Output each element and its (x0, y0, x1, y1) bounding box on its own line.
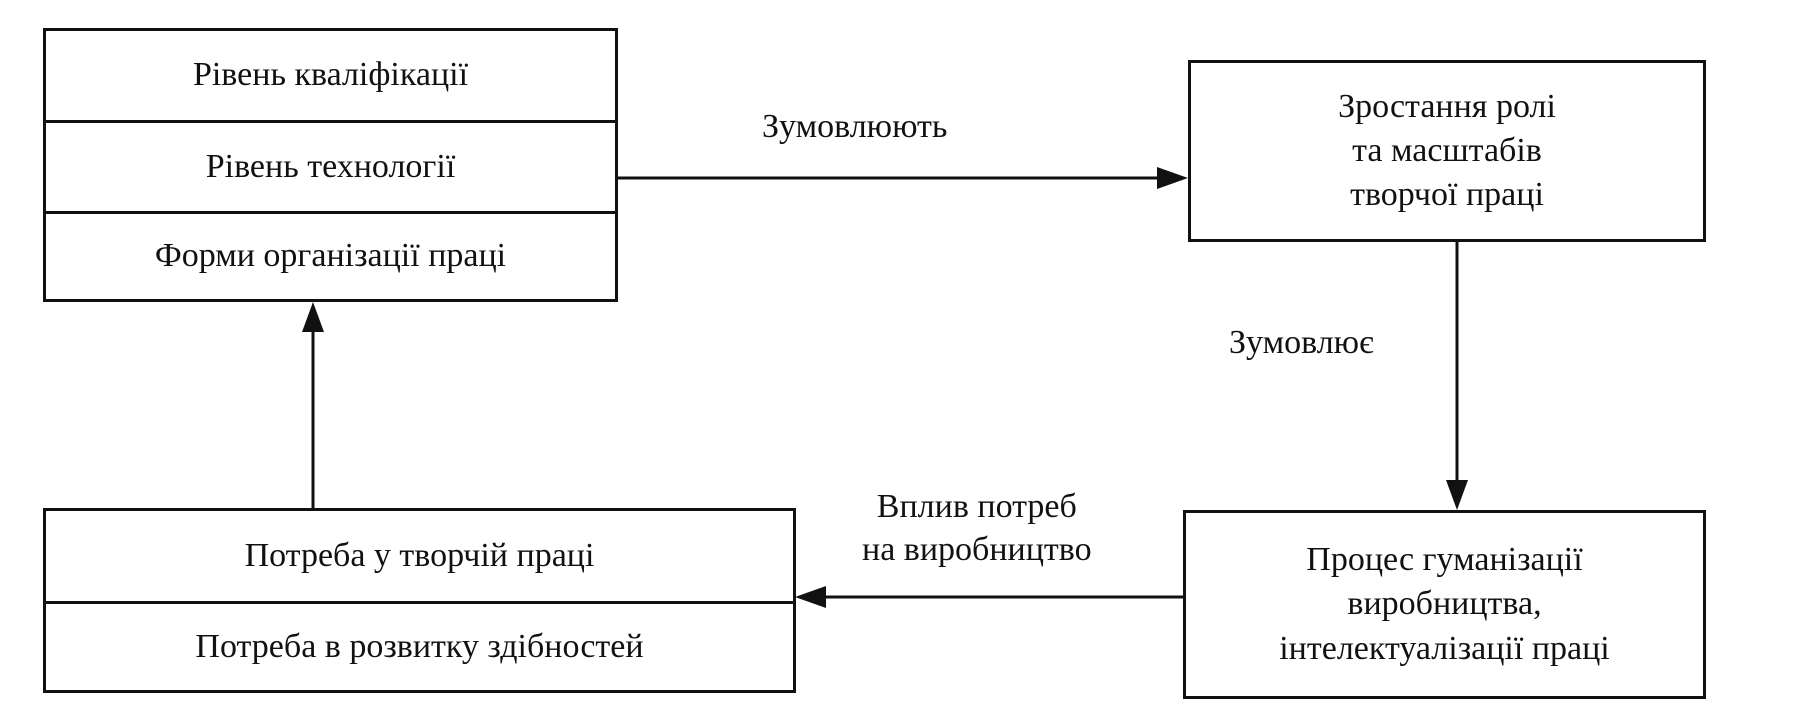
divider (46, 601, 793, 604)
arrowhead-right (1157, 167, 1188, 189)
label-top-arrow: Зумовлюють (762, 108, 948, 145)
text-line: інтелектуалізації праці (1279, 629, 1610, 667)
box-qualification-technology: Рівень кваліфікації Рівень технології Фо… (43, 28, 618, 302)
arrowhead-up (302, 302, 324, 332)
row-qualification: Рівень кваліфікації (192, 56, 469, 94)
text-line: Зростання ролі (1338, 87, 1556, 125)
row-creative-work-need: Потреба у творчій праці (244, 536, 595, 574)
box-needs: Потреба у творчій праці Потреба в розвит… (43, 508, 796, 693)
label-line: Вплив потреб (876, 488, 1077, 525)
row-abilities-development-need: Потреба в розвитку здібностей (195, 627, 644, 665)
arrowhead-down (1446, 480, 1468, 510)
label-line: на виробництво (862, 530, 1092, 568)
label-bottom-arrow: Вплив потреб на виробництво (862, 486, 1092, 571)
text-line: творчої праці (1350, 176, 1544, 214)
row-work-organization: Форми організації праці (154, 237, 507, 275)
box-text: Зростання ролі та масштабів творчої прац… (1191, 63, 1703, 239)
text-line: та масштабів (1352, 131, 1542, 169)
box-humanization-process: Процес гуманізації виробництва, інтелект… (1183, 510, 1706, 699)
row-technology: Рівень технології (205, 147, 456, 185)
text-line: виробництва, (1347, 585, 1542, 623)
divider (46, 120, 615, 123)
arrowhead-left (795, 586, 826, 608)
box-creative-work-growth: Зростання ролі та масштабів творчої прац… (1188, 60, 1706, 242)
divider (46, 211, 615, 214)
label-right-arrow: Зумовлює (1229, 324, 1374, 361)
box-text: Процес гуманізації виробництва, інтелект… (1186, 513, 1703, 696)
text-line: Процес гуманізації (1306, 541, 1583, 579)
